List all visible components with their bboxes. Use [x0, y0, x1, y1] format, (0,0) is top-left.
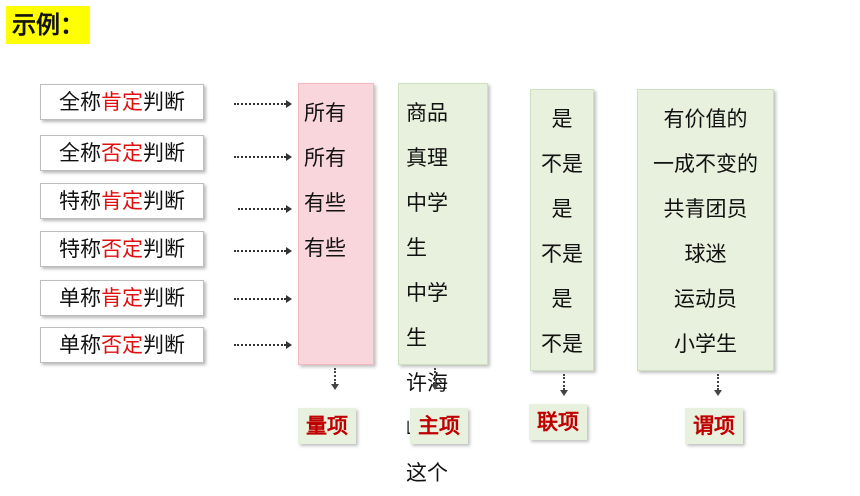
- copula-item: 是: [551, 287, 573, 311]
- down-arrow: [331, 368, 339, 390]
- down-arrow: [714, 374, 722, 396]
- judgment-quality: 肯定: [101, 189, 143, 213]
- subject-label: 主项: [410, 408, 468, 444]
- judgment-quality: 肯定: [101, 90, 143, 114]
- connector-arrow: [234, 247, 292, 255]
- predicate-list: 有价值的 一成不变的 共青团员 球迷 运动员 小学生: [638, 97, 773, 367]
- subject-item: 生: [406, 236, 427, 260]
- judgment-suffix: 判断: [143, 189, 185, 213]
- quantifier-list: 所有 所有 有些 有些: [304, 91, 346, 271]
- predicate-item: 有价值的: [663, 107, 748, 131]
- subject-item: 中学: [406, 281, 448, 305]
- copula-item: 不是: [541, 332, 583, 356]
- judgment-box: 全称否定判断: [40, 135, 204, 171]
- page-title: 示例：: [6, 6, 90, 44]
- predicate-item: 一成不变的: [653, 152, 758, 176]
- quantifier-item: 有些: [304, 191, 346, 215]
- down-arrow: [431, 368, 439, 390]
- copula-item: 是: [551, 107, 573, 131]
- judgment-box: 全称肯定判断: [40, 84, 204, 120]
- judgment-prefix: 全称: [59, 141, 101, 165]
- subject-column: [398, 83, 488, 365]
- copula-item: 不是: [541, 242, 583, 266]
- judgment-suffix: 判断: [143, 333, 185, 357]
- connector-arrow: [234, 153, 292, 161]
- quantifier-label: 量项: [298, 408, 356, 444]
- predicate-item: 球迷: [684, 242, 727, 266]
- connector-arrow: [234, 295, 292, 303]
- subject-item: 真理: [406, 146, 448, 170]
- subject-item: 商品: [406, 101, 448, 125]
- predicate-item: 小学生: [674, 332, 737, 356]
- judgment-box: 特称否定判断: [40, 231, 204, 267]
- copula-item: 是: [551, 197, 573, 221]
- connector-arrow: [234, 341, 292, 349]
- subject-item: 中学: [406, 191, 448, 215]
- subject-item: 生: [406, 326, 427, 350]
- judgment-quality: 肯定: [101, 286, 143, 310]
- copula-item: 不是: [541, 152, 583, 176]
- judgment-prefix: 单称: [59, 333, 101, 357]
- predicate-item: 运动员: [674, 287, 737, 311]
- down-arrow: [560, 374, 568, 396]
- quantifier-item: 有些: [304, 236, 346, 260]
- subject-item: 这个: [406, 461, 448, 485]
- judgment-suffix: 判断: [143, 237, 185, 261]
- quantifier-item: 所有: [304, 101, 346, 125]
- judgment-prefix: 单称: [59, 286, 101, 310]
- predicate-column: [637, 89, 774, 371]
- connector-arrow: [238, 205, 292, 213]
- copula-list: 是 不是 是 不是 是 不是: [531, 97, 593, 367]
- quantifier-column: [298, 83, 374, 365]
- copula-column: [530, 89, 594, 371]
- judgment-prefix: 全称: [59, 90, 101, 114]
- judgment-box: 单称否定判断: [40, 327, 204, 363]
- copula-label: 联项: [529, 404, 587, 440]
- judgment-suffix: 判断: [143, 286, 185, 310]
- connector-arrow: [234, 100, 292, 108]
- quantifier-item: 所有: [304, 146, 346, 170]
- judgment-quality: 否定: [101, 141, 143, 165]
- judgment-prefix: 特称: [59, 237, 101, 261]
- judgment-prefix: 特称: [59, 189, 101, 213]
- judgment-quality: 否定: [101, 237, 143, 261]
- judgment-quality: 否定: [101, 333, 143, 357]
- predicate-label: 谓项: [685, 408, 743, 444]
- judgment-box: 单称肯定判断: [40, 280, 204, 316]
- predicate-item: 共青团员: [663, 197, 748, 221]
- judgment-box: 特称肯定判断: [40, 183, 204, 219]
- judgment-suffix: 判断: [143, 141, 185, 165]
- subject-item: 许海: [406, 371, 448, 395]
- judgment-suffix: 判断: [143, 90, 185, 114]
- subject-list: 商品 真理 中学 生 中学 生 许海 峰 这个: [406, 91, 448, 496]
